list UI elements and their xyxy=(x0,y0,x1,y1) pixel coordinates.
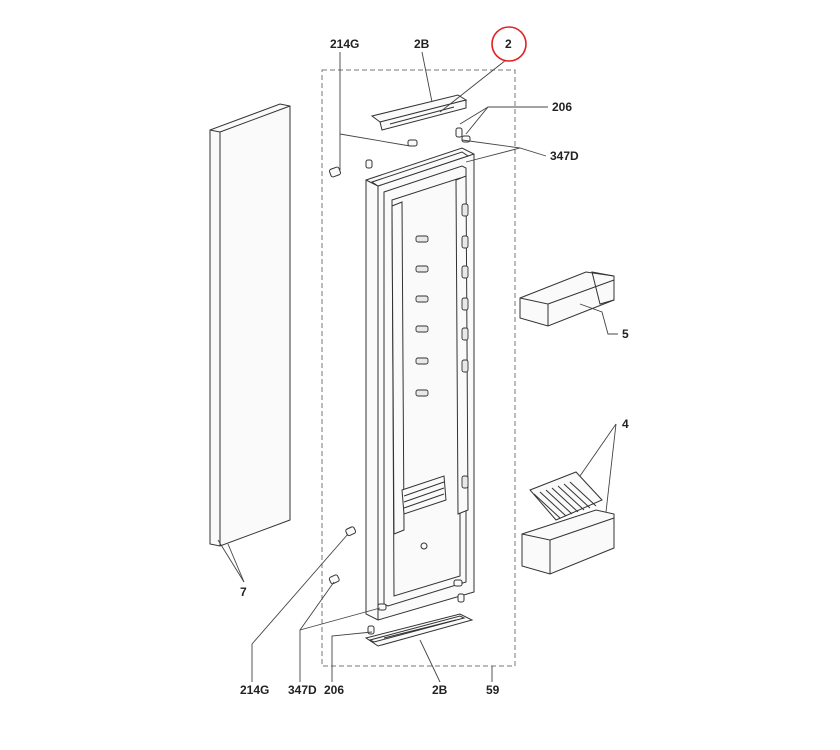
callout-206-top[interactable]: 206 xyxy=(552,100,572,114)
callout-206-bottom[interactable]: 206 xyxy=(324,683,344,697)
hinge-pin-347d-bottom[interactable] xyxy=(328,574,463,611)
shelf-clips-center xyxy=(415,235,429,397)
door-assembly-boundary xyxy=(321,69,516,667)
hinge-pin-214g-top[interactable] xyxy=(328,159,373,178)
callout-5[interactable]: 5 xyxy=(622,327,629,341)
callout-7[interactable]: 7 xyxy=(240,585,247,599)
hinge-pin-206-top[interactable] xyxy=(407,127,471,147)
bin-divider-part-4[interactable] xyxy=(529,471,603,521)
door-bin-part-4[interactable] xyxy=(521,509,615,575)
callout-4[interactable]: 4 xyxy=(622,417,629,431)
hinge-pin-214g-bottom[interactable] xyxy=(345,526,357,537)
callout-214g-top[interactable]: 214G xyxy=(330,37,359,51)
top-hinge-cover-part-2b[interactable] xyxy=(370,94,468,131)
highlight-ring-callout-2 xyxy=(491,26,527,62)
bottom-hinge-cover-part-2b[interactable] xyxy=(364,593,474,647)
shelf-clips-right xyxy=(461,203,469,489)
callout-59[interactable]: 59 xyxy=(486,683,500,697)
callout-2[interactable]: 2 xyxy=(505,37,512,51)
door-liner-frame[interactable] xyxy=(365,147,475,621)
callout-2b-bottom[interactable]: 2B xyxy=(432,683,448,697)
door-panel-part-7[interactable] xyxy=(209,103,291,547)
callout-2b-top[interactable]: 2B xyxy=(414,37,430,51)
callout-214g-bottom[interactable]: 214G xyxy=(240,683,269,697)
door-bin-part-5[interactable] xyxy=(519,271,615,327)
callout-347d-top[interactable]: 347D xyxy=(550,149,579,163)
callout-347d-bottom[interactable]: 347D xyxy=(288,683,317,697)
leader-lines xyxy=(217,51,618,683)
